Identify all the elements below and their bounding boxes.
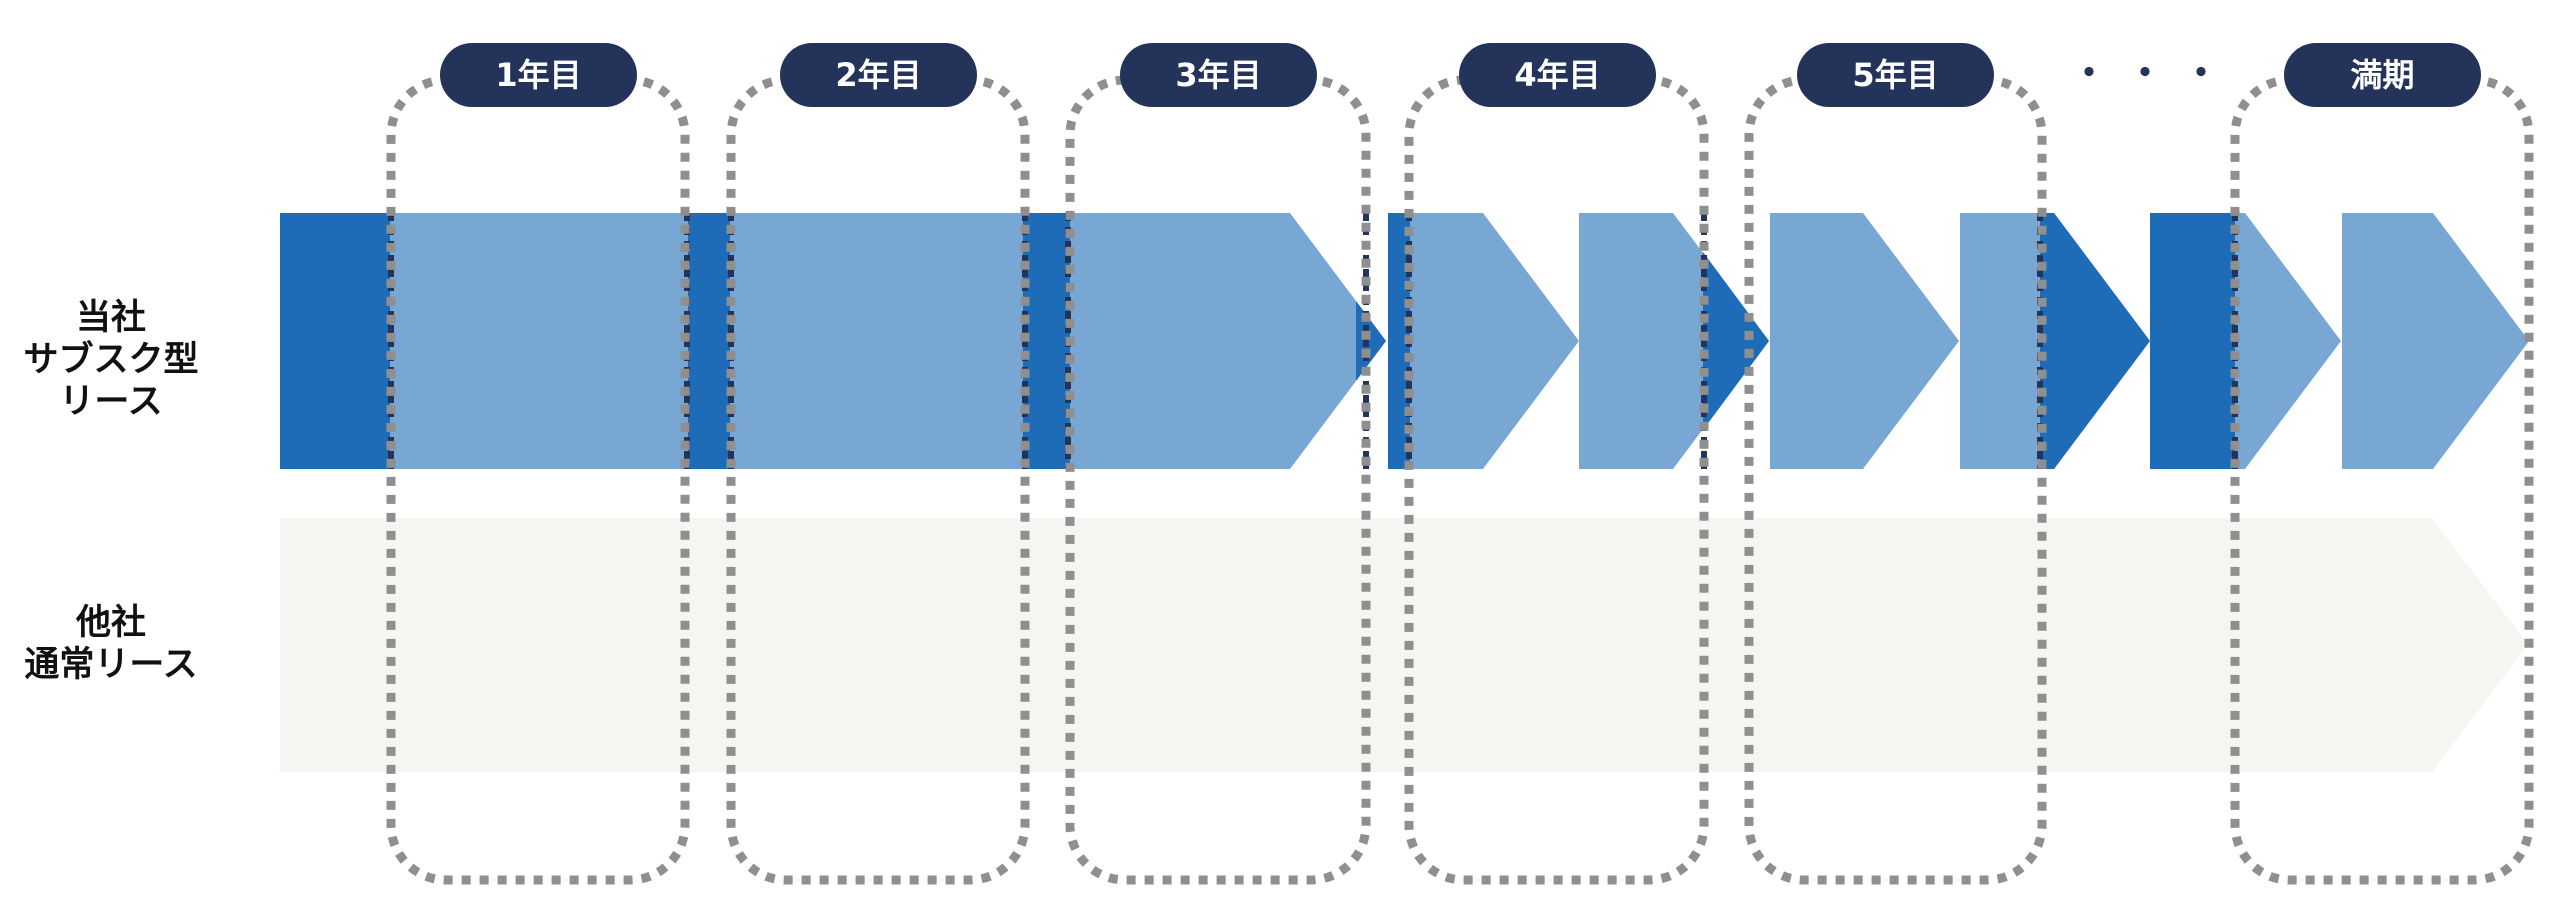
renewal-block bbox=[1023, 213, 1070, 469]
row-label-line: 当社 bbox=[75, 298, 146, 338]
row-label-line: サブスク型 bbox=[23, 340, 199, 380]
period-pill-year-3: 3年目 bbox=[1120, 43, 1317, 107]
period-pill-year-2: 2年目 bbox=[780, 43, 977, 107]
lease-arrow bbox=[2342, 213, 2529, 469]
period-pill-year-1: 1年目 bbox=[440, 43, 637, 107]
renewal-block bbox=[688, 213, 730, 469]
row-label-line: リース bbox=[59, 382, 163, 422]
subscription-lease-track bbox=[280, 213, 2529, 469]
lease-arrow bbox=[1770, 213, 1959, 469]
arrow-tip-dark bbox=[2040, 213, 2150, 469]
other-lease-band bbox=[280, 518, 2528, 772]
arrow-tip-dark bbox=[1703, 252, 1769, 430]
renewal-block bbox=[280, 213, 390, 469]
row-label-line: 他社 bbox=[75, 603, 146, 643]
period-pill-year-5: 5年目 bbox=[1797, 43, 1994, 107]
renewal-block bbox=[2150, 213, 2235, 469]
lease-arrow bbox=[390, 213, 1386, 469]
row-label-own-subscription-lease: 当社 サブスク型 リース bbox=[0, 297, 222, 423]
period-pill-year-4: 4年目 bbox=[1459, 43, 1656, 107]
row-label-other-normal-lease: 他社 通常リース bbox=[0, 602, 222, 686]
lease-arrow bbox=[1410, 213, 1579, 469]
period-pill-maturity: 満期 bbox=[2284, 43, 2481, 107]
lease-arrow bbox=[2235, 213, 2341, 469]
lease-arrow bbox=[1579, 213, 1769, 469]
arrow-tip-dark bbox=[1356, 301, 1386, 381]
ellipsis-marker: ・・・ bbox=[2070, 51, 2239, 95]
renewal-block bbox=[1388, 213, 1410, 469]
row-label-line: 通常リース bbox=[24, 645, 198, 685]
